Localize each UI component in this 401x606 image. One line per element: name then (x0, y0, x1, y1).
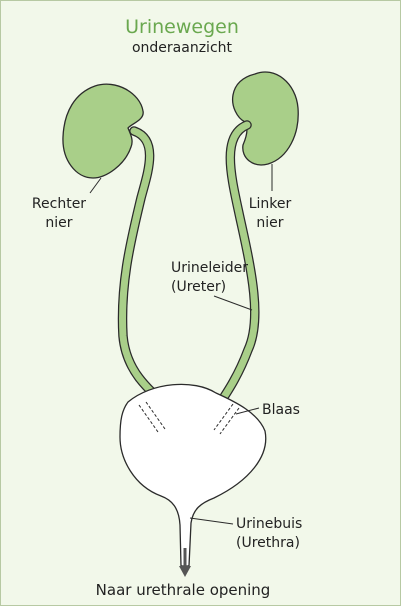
diagram-subtitle: onderaanzicht (132, 40, 233, 56)
ureter-label-line2: (Ureter) (171, 279, 226, 295)
left-kidney (233, 72, 299, 165)
bladder-label: Blaas (262, 402, 300, 418)
diagram-title: Urinewegen (125, 16, 239, 38)
right-kidney-leader (90, 178, 101, 193)
urethra-label-line1: Urinebuis (236, 516, 302, 532)
outlet-label: Naar urethrale opening (96, 581, 271, 599)
urethra-leader (190, 518, 233, 524)
urethra-label-line2: (Urethra) (236, 535, 300, 551)
left-kidney-label-line1: Linker (249, 196, 292, 212)
left-kidney-label-line2: nier (256, 215, 283, 231)
right-kidney-label-line2: nier (45, 215, 72, 231)
right-kidney-label-line1: Rechter (32, 196, 86, 212)
ureter-label-line1: Urineleider (171, 260, 248, 276)
ureter-leader (214, 296, 252, 310)
